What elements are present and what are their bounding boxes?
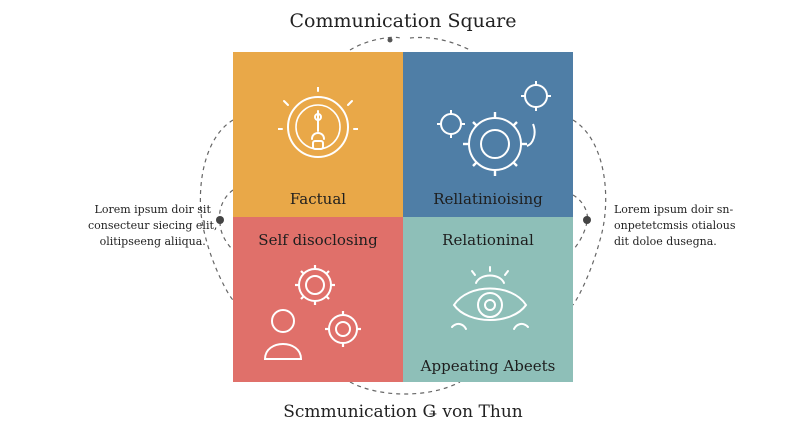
quadrant-factual: Factual bbox=[233, 52, 403, 217]
eye-icon bbox=[451, 266, 529, 330]
quadrant-label-relationship: Rellatinioising bbox=[433, 190, 543, 208]
quadrant-label-relational: Relationinal bbox=[442, 231, 534, 249]
left-description: Lorem ipsum doir sit consecteur siecing … bbox=[88, 202, 217, 250]
quadrant-self-disclosing: Self disoclosing bbox=[233, 217, 403, 382]
left-description-line: olitipseeng aliiqua. bbox=[99, 235, 206, 248]
lightbulb-icon bbox=[278, 87, 358, 158]
quadrant-sublabel-relational: Appeating Abeets bbox=[420, 357, 556, 375]
gears-icon bbox=[437, 81, 551, 176]
right-description-line: onpetetcmsis otialous bbox=[614, 219, 736, 232]
quadrant-label-factual: Factual bbox=[289, 190, 347, 208]
left-description-line: consecteur siecing elit, bbox=[88, 219, 218, 232]
left-connector-dot bbox=[216, 216, 224, 224]
right-description-line: dit doloe dusegna. bbox=[614, 235, 717, 248]
right-description: Lorem ipsum doir sn- onpetetcmsis otialo… bbox=[614, 202, 736, 250]
quadrant-relationship: Rellatinioising bbox=[403, 52, 573, 217]
page-title: Communication Square bbox=[289, 10, 517, 32]
right-connector-dot bbox=[583, 216, 591, 224]
right-description-line: Lorem ipsum doir sn- bbox=[614, 203, 734, 216]
people-gears-icon bbox=[263, 265, 361, 360]
top-connector-dot bbox=[387, 37, 393, 43]
quadrant-relational: Relationinal Appeating Abeets bbox=[403, 217, 573, 382]
diagram-footer: Scmmunication Ǥ von Thun bbox=[283, 402, 523, 422]
left-description-line: Lorem ipsum doir sit bbox=[94, 203, 211, 216]
communication-square: Factual Rellati bbox=[233, 52, 573, 382]
quadrant-label-self-disclosing: Self disoclosing bbox=[258, 231, 378, 249]
